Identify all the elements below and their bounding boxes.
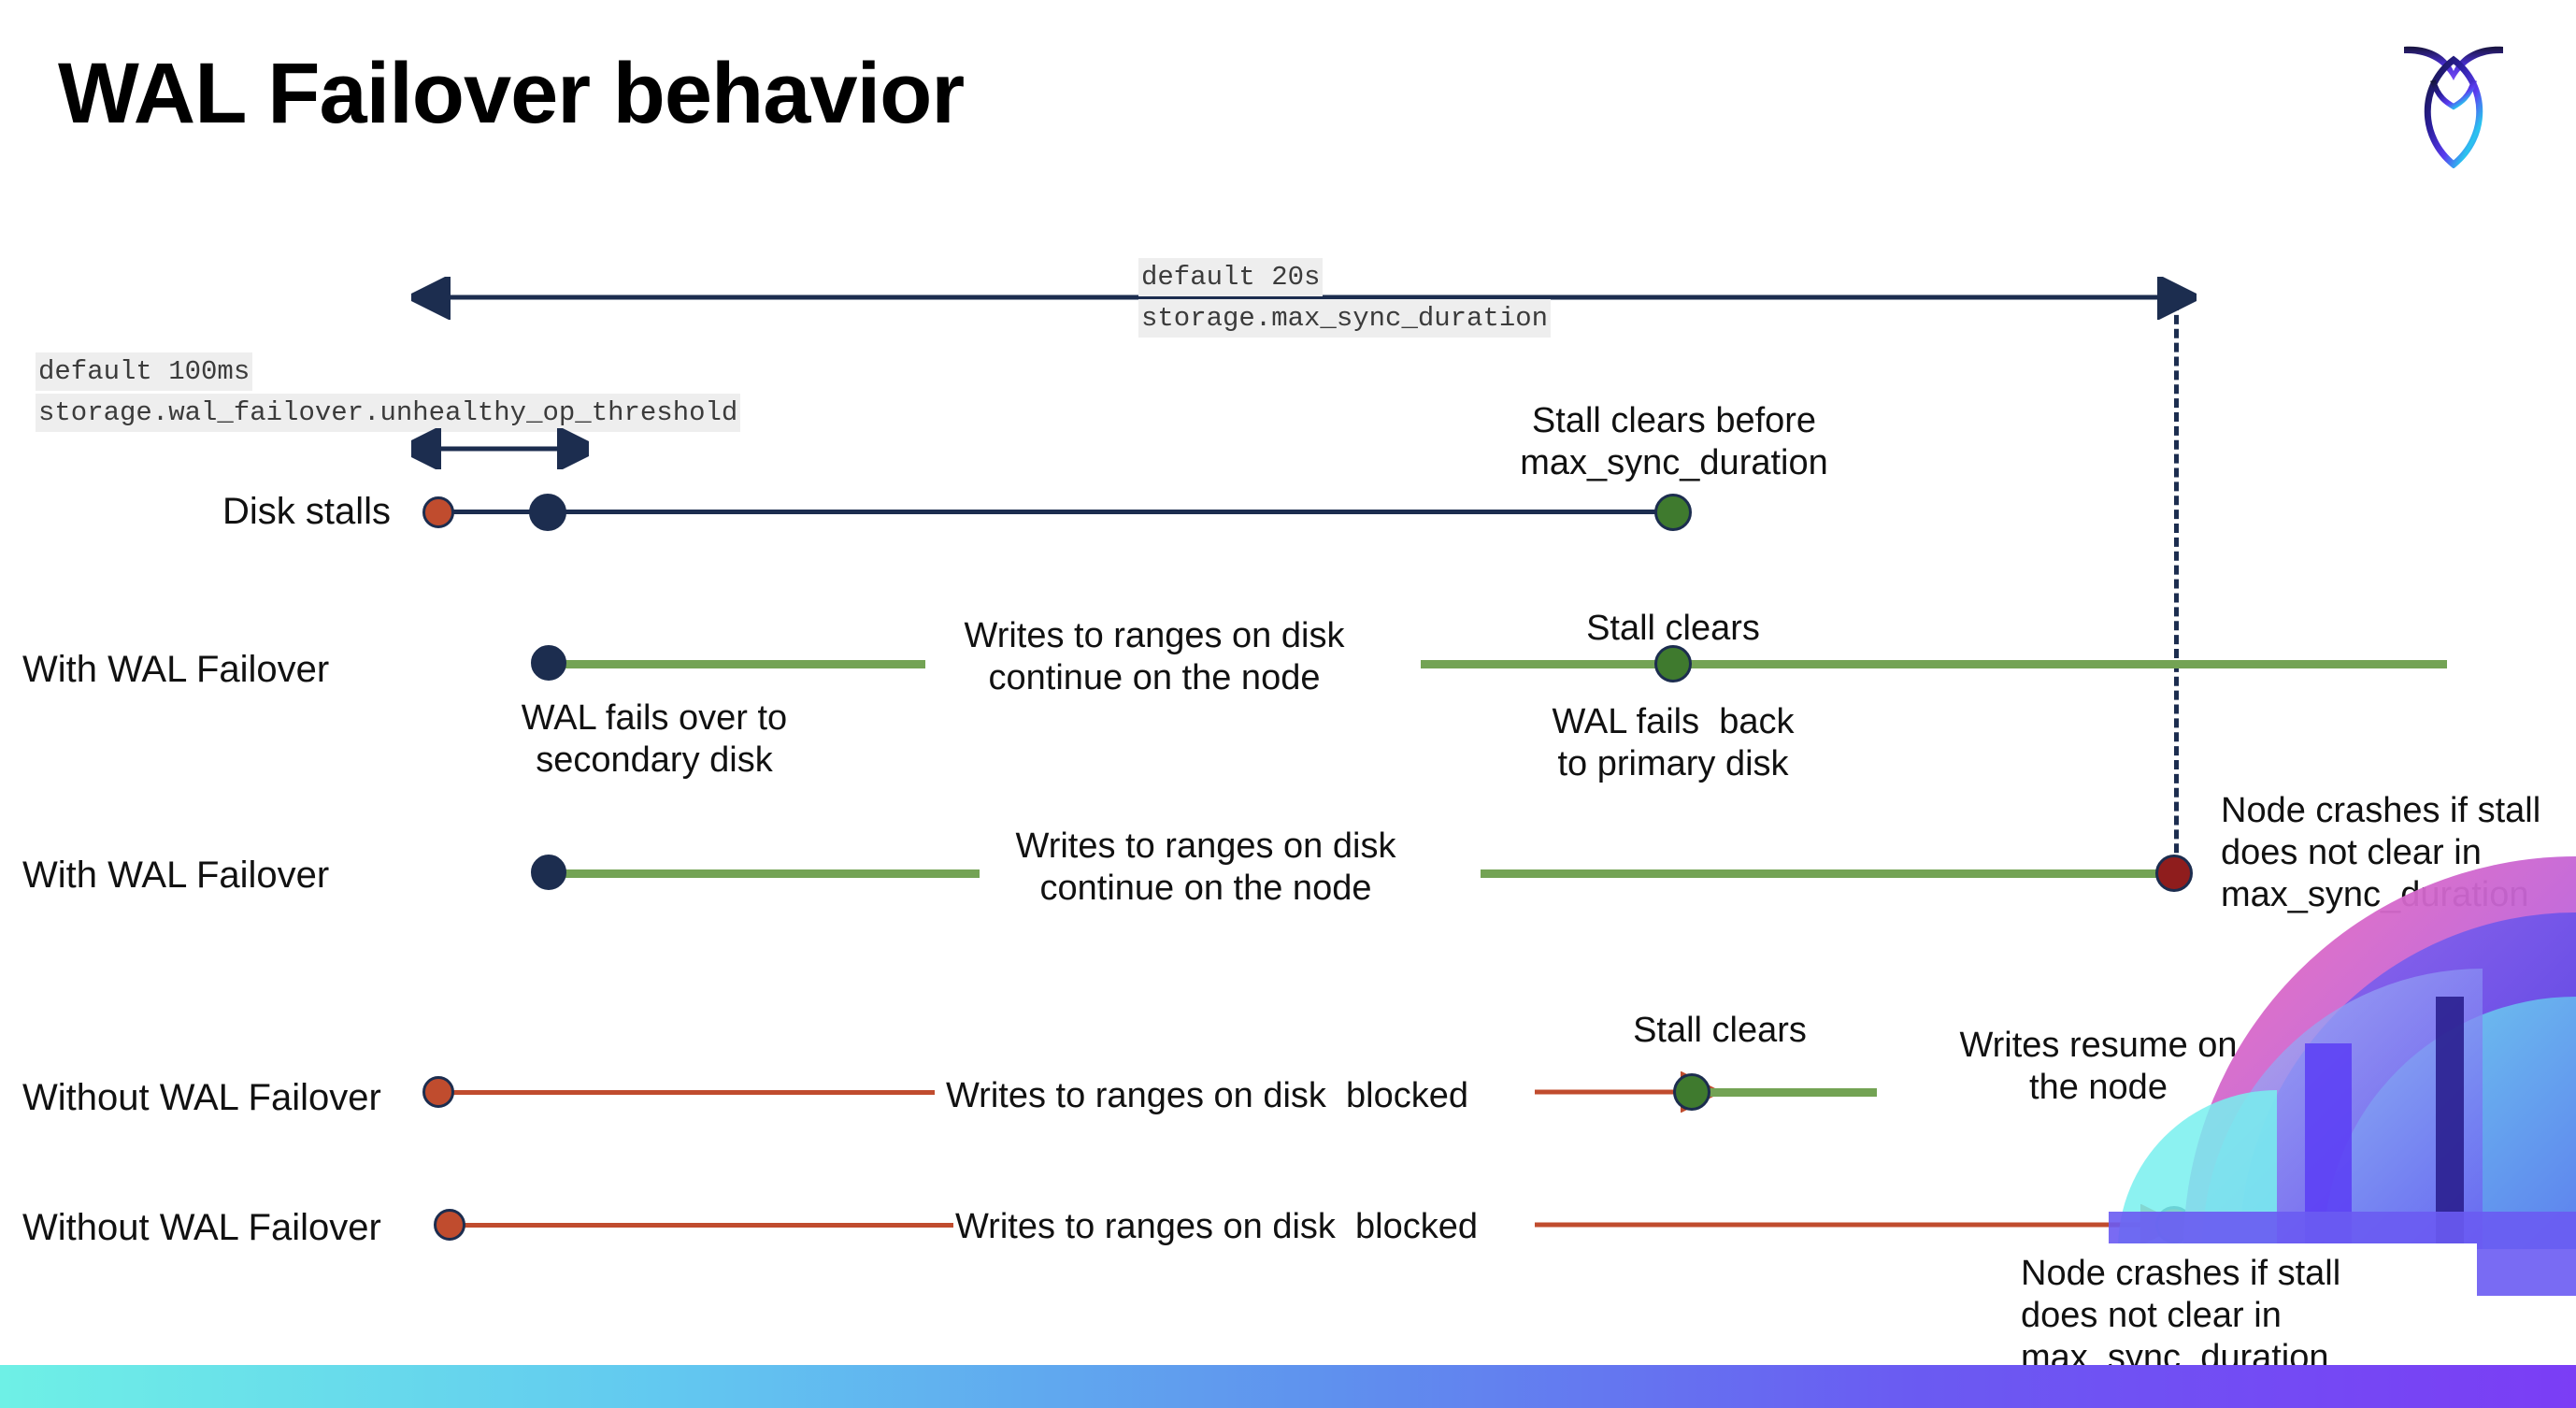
disk-stalls-timeline [439,510,1673,514]
without-failover-1-resume-arrow [1535,1071,1720,1113]
note-node-crashes-2-box [2010,1243,2477,1384]
with-failover-2-segment-b [1481,869,2176,878]
unhealthy-threshold-span-arrow [411,428,589,469]
note-writes-blocked-1: Writes to ranges on disk blocked [946,1076,1469,1115]
node-crash-dot-2 [2155,1206,2193,1243]
max-sync-deadline-dashed-line [2174,301,2179,881]
without-failover-stall-start-dot-2 [434,1209,465,1241]
note-stall-clears-before-max-sync: Stall clears before max_sync_duration [1520,401,1828,482]
note-wal-fails-back: WAL fails back to primary disk [1552,702,1795,783]
row-label-without-wal-failover-1: Without WAL Failover [22,1077,381,1118]
max-sync-setting-label: storage.max_sync_duration [1138,299,1552,338]
page-title: WAL Failover behavior [58,46,965,141]
note-node-crashes-2: Node crashes if stall does not clear in … [2021,1254,2341,1377]
without-failover-stall-start-dot-1 [422,1076,454,1108]
without-failover-1-segment-b [1699,1088,1877,1097]
without-failover-2-segment-a [449,1223,953,1228]
without-failover-1-segment-c [2288,1088,2449,1097]
note-stall-clears-1: Stall clears [1586,609,1760,648]
note-node-crashes-1: Node crashes if stall does not clear in … [2221,791,2541,914]
note-wal-fails-over: WAL fails over to secondary disk [521,698,788,780]
with-failover-2-segment-a [542,869,980,878]
note-writes-blocked-2: Writes to ranges on disk blocked [955,1207,1479,1246]
bottom-gradient-bar [0,1365,2576,1408]
note-writes-continue-1: Writes to ranges on disk continue on the… [964,616,1345,697]
disk-stall-clears-dot [1654,494,1692,531]
row-label-with-wal-failover-1: With WAL Failover [22,649,330,690]
disk-stall-start-dot [422,496,454,528]
unhealthy-threshold-setting-label: storage.wal_failover.unhealthy_op_thresh… [36,394,741,433]
without-failover-2-crash-arrow [1535,1204,2178,1245]
stall-clears-dot-1 [1654,645,1692,682]
node-crash-dot-1 [2155,855,2193,892]
unhealthy-threshold-default-label: default 100ms [36,352,253,392]
cockroachdb-logo-icon [2393,28,2514,169]
wal-failover-start-dot-1 [531,645,566,681]
note-writes-continue-2: Writes to ranges on disk continue on the… [1015,826,1396,908]
note-stall-clears-2: Stall clears [1633,1011,1807,1050]
disk-stall-detected-dot [529,494,566,531]
row-label-without-wal-failover-2: Without WAL Failover [22,1207,381,1248]
wal-failover-start-dot-2 [531,855,566,890]
stall-clears-dot-2 [1673,1073,1710,1111]
max-sync-duration-span-arrow [411,277,2197,320]
with-failover-1-segment-b [1421,660,2447,668]
without-failover-1-segment-a [439,1090,935,1095]
note-writes-resume: Writes resume on the node [1959,1026,2238,1107]
row-label-disk-stalls: Disk stalls [222,491,392,532]
with-failover-1-segment-a [542,660,925,668]
row-label-with-wal-failover-2: With WAL Failover [22,855,330,896]
max-sync-default-label: default 20s [1138,258,1324,297]
